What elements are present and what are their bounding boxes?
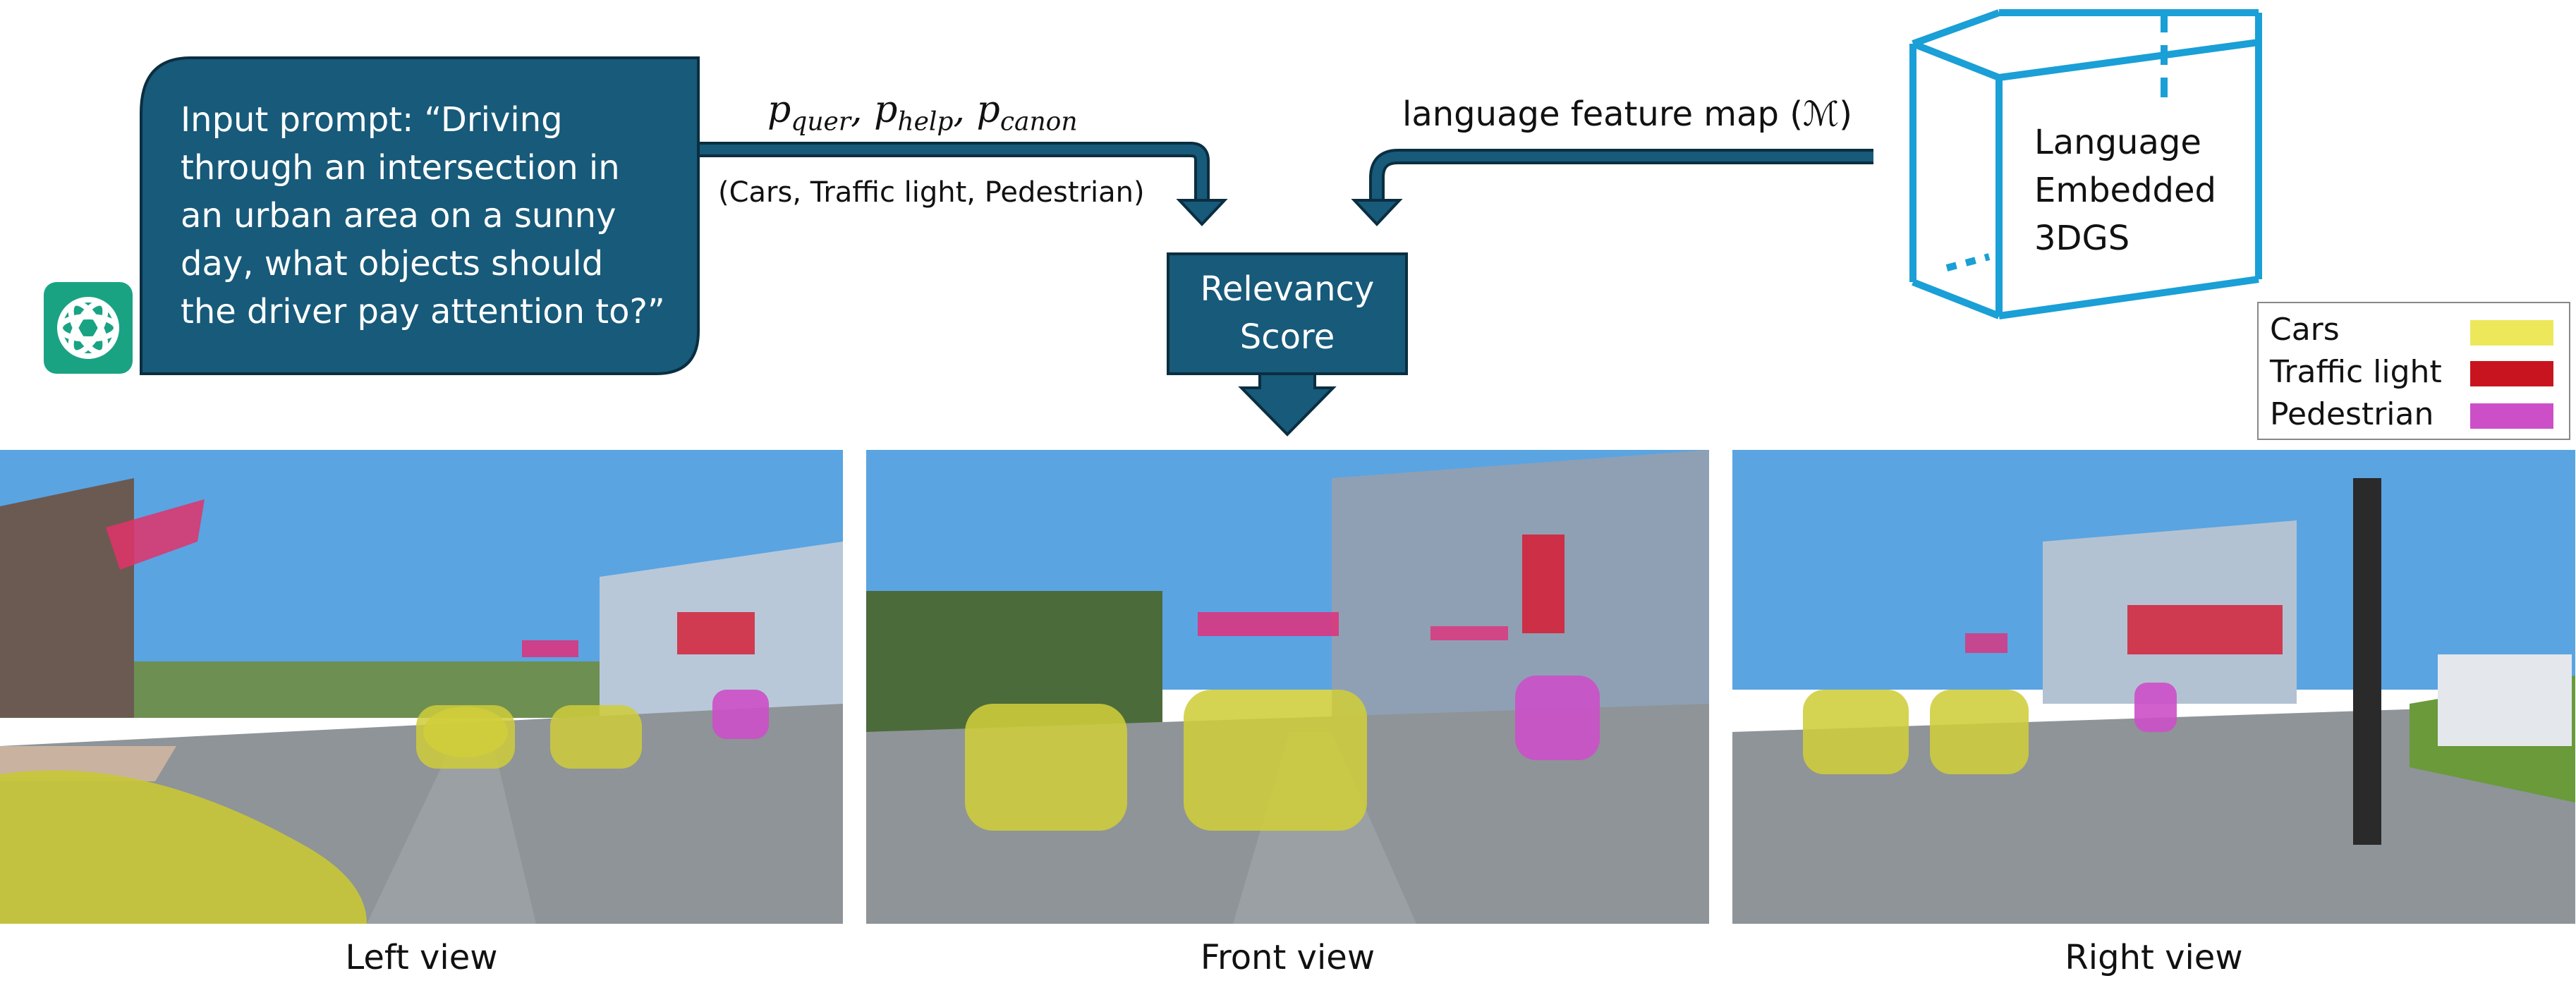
flow-diagram [44, 9, 2262, 436]
query-arrowhead [1176, 199, 1228, 226]
query-subscript: help [897, 107, 954, 137]
feature-arrowhead [1351, 199, 1403, 226]
prompt-line: the driver pay attention to?” [181, 292, 665, 331]
chatgpt-logo-icon [44, 282, 133, 374]
prompt-text: Input prompt: “Driving through an inters… [181, 96, 674, 336]
query-subscript: canon [1000, 107, 1078, 137]
right-view-label: Right view [2065, 938, 2243, 977]
relevancy-box [1167, 252, 1408, 375]
feature-map-label: language feature map (ℳ) [1402, 94, 1852, 134]
relevancy-line: Relevancy [1200, 269, 1375, 309]
relevancy-line: Score [1239, 317, 1335, 357]
down-arrow [1238, 372, 1337, 436]
legend: Cars Traffic light Pedestrian [2257, 302, 2570, 440]
objects-label: (Cars, Traffic light, Pedestrian) [718, 176, 1145, 209]
prompt-line: through an intersection in [181, 148, 620, 188]
front-view-label: Front view [1200, 938, 1375, 977]
legend-swatch-pedestrian [2470, 403, 2553, 429]
cube-label: Language Embedded 3DGS [2034, 118, 2216, 262]
prompt-line: day, what objects should [181, 244, 604, 283]
legend-swatch-cars [2470, 320, 2553, 346]
prompt-bubble [140, 56, 700, 375]
relevancy-label: Relevancy Score [1171, 265, 1404, 361]
cube-line: 3DGS [2034, 219, 2130, 258]
legend-swatch-traffic-light [2470, 361, 2553, 386]
front-view-image [866, 450, 1709, 924]
legend-label-traffic-light: Traffic light [2270, 354, 2442, 390]
prompt-line: an urban area on a sunny [181, 196, 616, 236]
query-label: pquer, phelp, pcanon [767, 89, 1078, 137]
left-view-label: Left view [345, 938, 498, 977]
cube-line: Embedded [2034, 171, 2217, 210]
left-view-image [0, 450, 843, 924]
3dgs-cube [1909, 9, 2262, 319]
cube-line: Language [2034, 123, 2201, 162]
prompt-line: Input prompt: “Driving [181, 100, 563, 140]
legend-label-pedestrian: Pedestrian [2270, 396, 2434, 432]
right-view-image [1732, 450, 2575, 924]
legend-label-cars: Cars [2270, 312, 2340, 348]
query-subscript: quer [791, 107, 851, 137]
